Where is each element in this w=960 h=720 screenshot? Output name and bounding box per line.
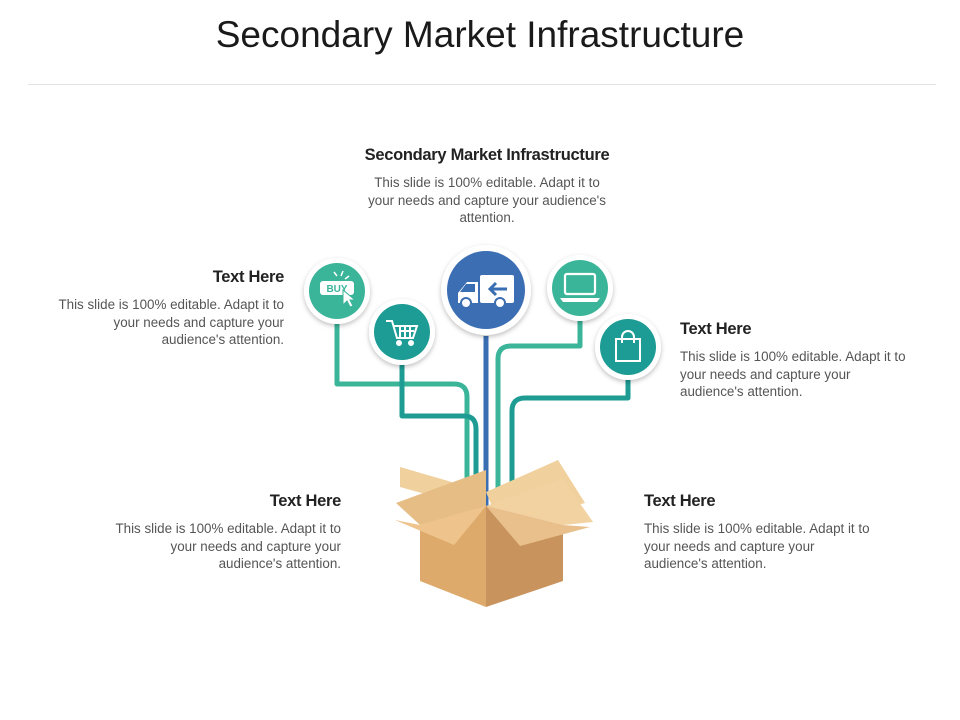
cardboard-box-icon bbox=[395, 460, 593, 607]
lower-left-body: This slide is 100% editable. Adapt it to… bbox=[115, 521, 341, 571]
upper-right-text-block: Text Here This slide is 100% editable. A… bbox=[680, 320, 916, 401]
upper-left-body: This slide is 100% editable. Adapt it to… bbox=[58, 297, 284, 347]
top-heading: Secondary Market Infrastructure bbox=[364, 146, 610, 164]
shopping-bag-icon bbox=[595, 314, 661, 380]
title-divider bbox=[28, 84, 936, 85]
slide-title: Secondary Market Infrastructure bbox=[215, 14, 745, 55]
connector-laptop bbox=[495, 320, 583, 505]
upper-left-heading: Text Here bbox=[212, 268, 285, 286]
connector-cart bbox=[399, 358, 479, 505]
connector-buy bbox=[334, 318, 470, 505]
upper-right-body: This slide is 100% editable. Adapt it to… bbox=[680, 349, 906, 399]
upper-left-text-block: Text Here This slide is 100% editable. A… bbox=[48, 268, 284, 349]
delivery-truck-glyph bbox=[458, 275, 514, 309]
shopping-cart-glyph bbox=[386, 320, 419, 346]
top-text-block: Secondary Market Infrastructure This sli… bbox=[330, 146, 644, 227]
shopping-bag-glyph bbox=[615, 330, 641, 362]
lower-right-text-block: Text Here This slide is 100% editable. A… bbox=[644, 492, 880, 573]
lower-right-heading: Text Here bbox=[644, 492, 716, 510]
laptop-glyph bbox=[560, 272, 600, 302]
upper-right-heading: Text Here bbox=[680, 320, 752, 338]
laptop-icon bbox=[547, 255, 613, 321]
lower-right-body: This slide is 100% editable. Adapt it to… bbox=[644, 521, 870, 571]
buy-click-glyph: BUY bbox=[320, 270, 357, 308]
buy-badge-text: BUY bbox=[326, 284, 347, 295]
connector-bag bbox=[509, 376, 631, 505]
lower-left-text-block: Text Here This slide is 100% editable. A… bbox=[105, 492, 341, 573]
lower-left-heading: Text Here bbox=[269, 492, 342, 510]
top-body: This slide is 100% editable. Adapt it to… bbox=[368, 175, 606, 225]
